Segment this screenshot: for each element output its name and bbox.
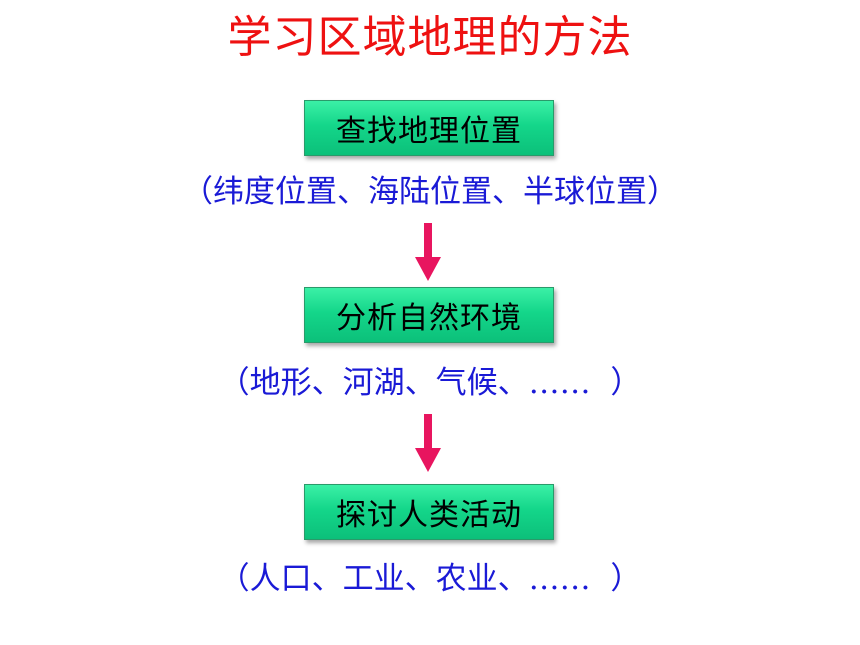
step-box-human-activity: 探讨人类活动 bbox=[304, 484, 554, 540]
step-detail-environment: （地形、河湖、气候、…… ） bbox=[218, 365, 642, 401]
down-arrow-icon bbox=[415, 223, 441, 281]
step-detail-location: （纬度位置、海陆位置、半球位置） bbox=[182, 174, 678, 210]
down-arrow-icon bbox=[415, 414, 441, 472]
step-box-location: 查找地理位置 bbox=[304, 100, 554, 156]
step-box-environment: 分析自然环境 bbox=[304, 287, 554, 343]
page-title: 学习区域地理的方法 bbox=[227, 12, 633, 63]
step-detail-human-activity: （人口、工业、农业、…… ） bbox=[218, 561, 642, 597]
